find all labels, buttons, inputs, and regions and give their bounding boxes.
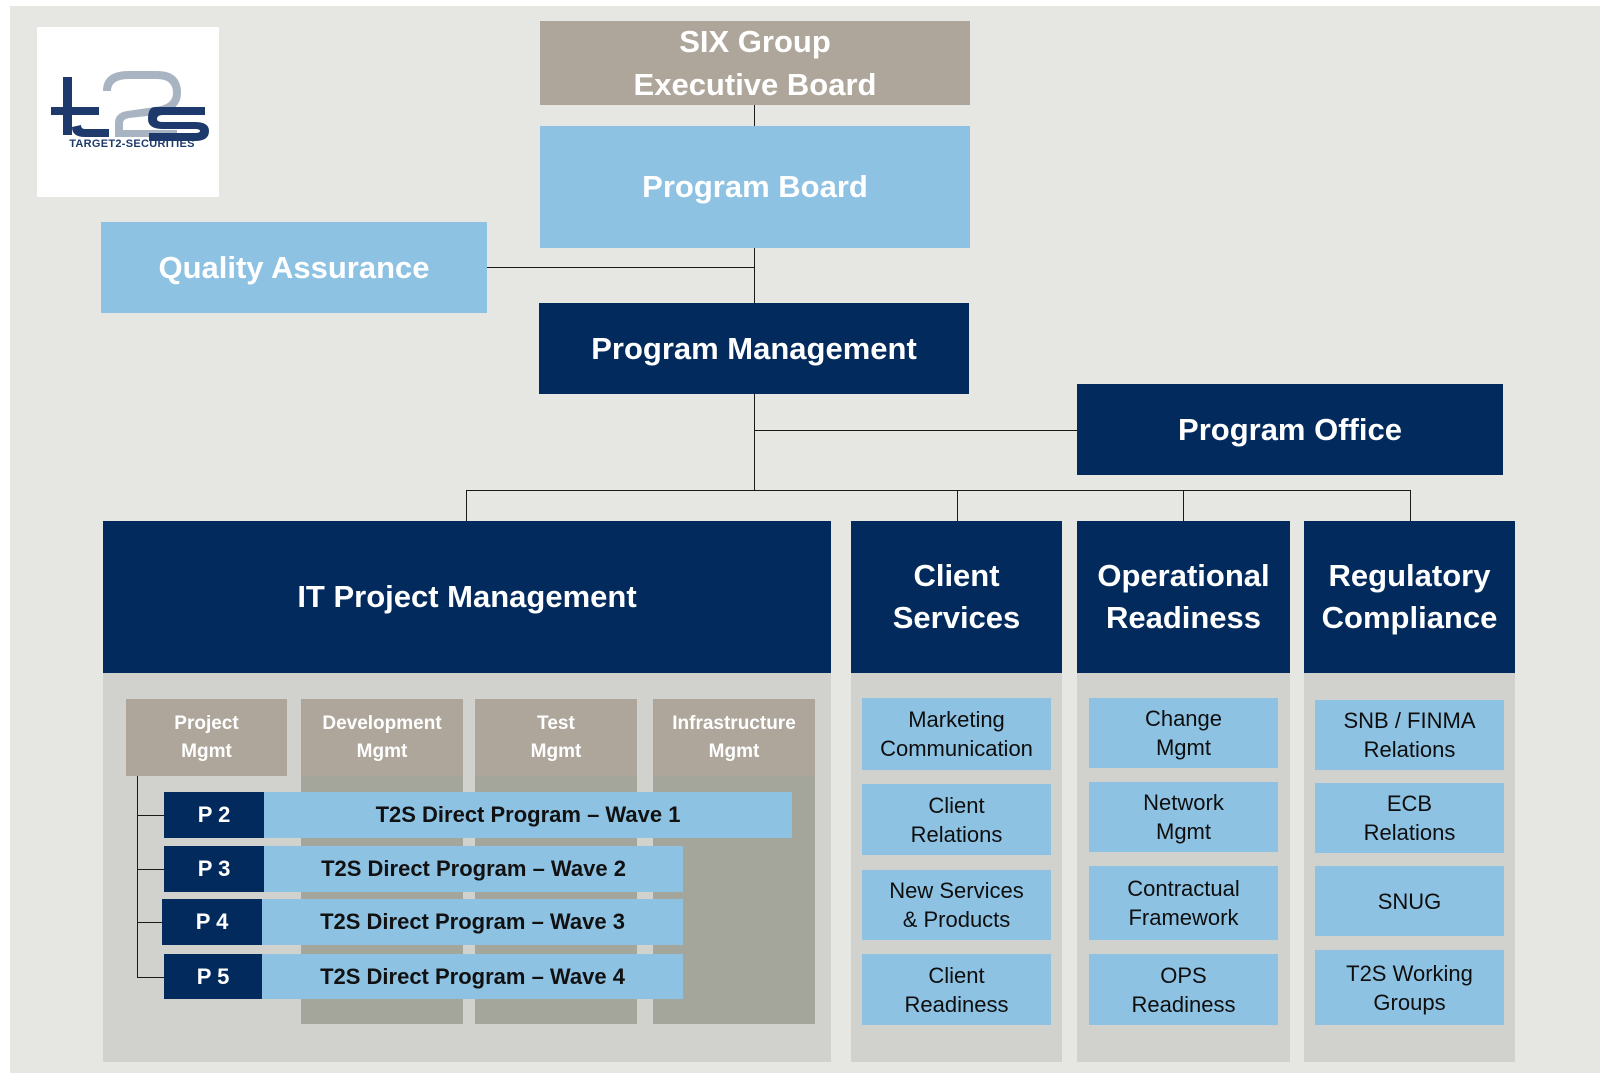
connector-line <box>1410 490 1411 521</box>
program-management-box: Program Management <box>539 303 969 394</box>
new-services-products-box: New Services & Products <box>862 870 1051 940</box>
wave-1-bar: T2S Direct Program – Wave 1 <box>264 792 792 838</box>
snug-box: SNUG <box>1315 866 1504 936</box>
wave-id-p3: P 3 <box>164 846 264 892</box>
client-relations-box: Client Relations <box>862 784 1051 855</box>
executive-board-box: SIX Group Executive Board <box>540 21 970 105</box>
operational-readiness-header: Operational Readiness <box>1077 521 1290 673</box>
wave-id-p4: P 4 <box>162 899 262 945</box>
connector-line <box>754 394 755 490</box>
infrastructure-mgmt-box: Infrastructure Mgmt <box>653 699 815 776</box>
wave-id-p5: P 5 <box>164 954 262 999</box>
connector-line <box>754 104 755 126</box>
wave-tree-line <box>137 977 164 978</box>
logo-caption: TARGET2-SECURITIES <box>69 138 195 150</box>
t2s-logo: TARGET2-SECURITIES <box>37 27 219 197</box>
regulatory-compliance-header: Regulatory Compliance <box>1304 521 1515 673</box>
connector-line <box>754 430 1077 431</box>
contractual-framework-box: Contractual Framework <box>1089 866 1278 940</box>
wave-4-bar: T2S Direct Program – Wave 4 <box>262 954 683 999</box>
wave-2-bar: T2S Direct Program – Wave 2 <box>264 846 683 892</box>
connector-line <box>1183 490 1184 521</box>
test-mgmt-box: Test Mgmt <box>475 699 637 776</box>
connector-line <box>466 490 1411 491</box>
it-project-management-header: IT Project Management <box>103 521 831 673</box>
marketing-communication-box: Marketing Communication <box>862 698 1051 770</box>
snb-finma-relations-box: SNB / FINMA Relations <box>1315 700 1504 770</box>
wave-tree-line <box>137 776 138 978</box>
program-board-box: Program Board <box>540 126 970 248</box>
connector-line <box>487 267 754 268</box>
network-mgmt-box: Network Mgmt <box>1089 782 1278 852</box>
client-readiness-box: Client Readiness <box>862 954 1051 1025</box>
wave-tree-line <box>137 815 164 816</box>
ops-readiness-box: OPS Readiness <box>1089 954 1278 1025</box>
connector-line <box>754 247 755 303</box>
development-mgmt-box: Development Mgmt <box>301 699 463 776</box>
ecb-relations-box: ECB Relations <box>1315 783 1504 853</box>
t2s-working-groups-box: T2S Working Groups <box>1315 950 1504 1025</box>
wave-3-bar: T2S Direct Program – Wave 3 <box>262 899 683 945</box>
client-services-header: Client Services <box>851 521 1062 673</box>
change-mgmt-box: Change Mgmt <box>1089 698 1278 768</box>
program-office-box: Program Office <box>1077 384 1503 475</box>
wave-tree-line <box>137 922 164 923</box>
connector-line <box>466 490 467 521</box>
project-mgmt-box: Project Mgmt <box>126 699 287 776</box>
quality-assurance-box: Quality Assurance <box>101 222 487 313</box>
connector-line <box>957 490 958 521</box>
wave-id-p2: P 2 <box>164 792 264 838</box>
t2s-logo-icon <box>51 71 209 141</box>
wave-tree-line <box>137 869 164 870</box>
